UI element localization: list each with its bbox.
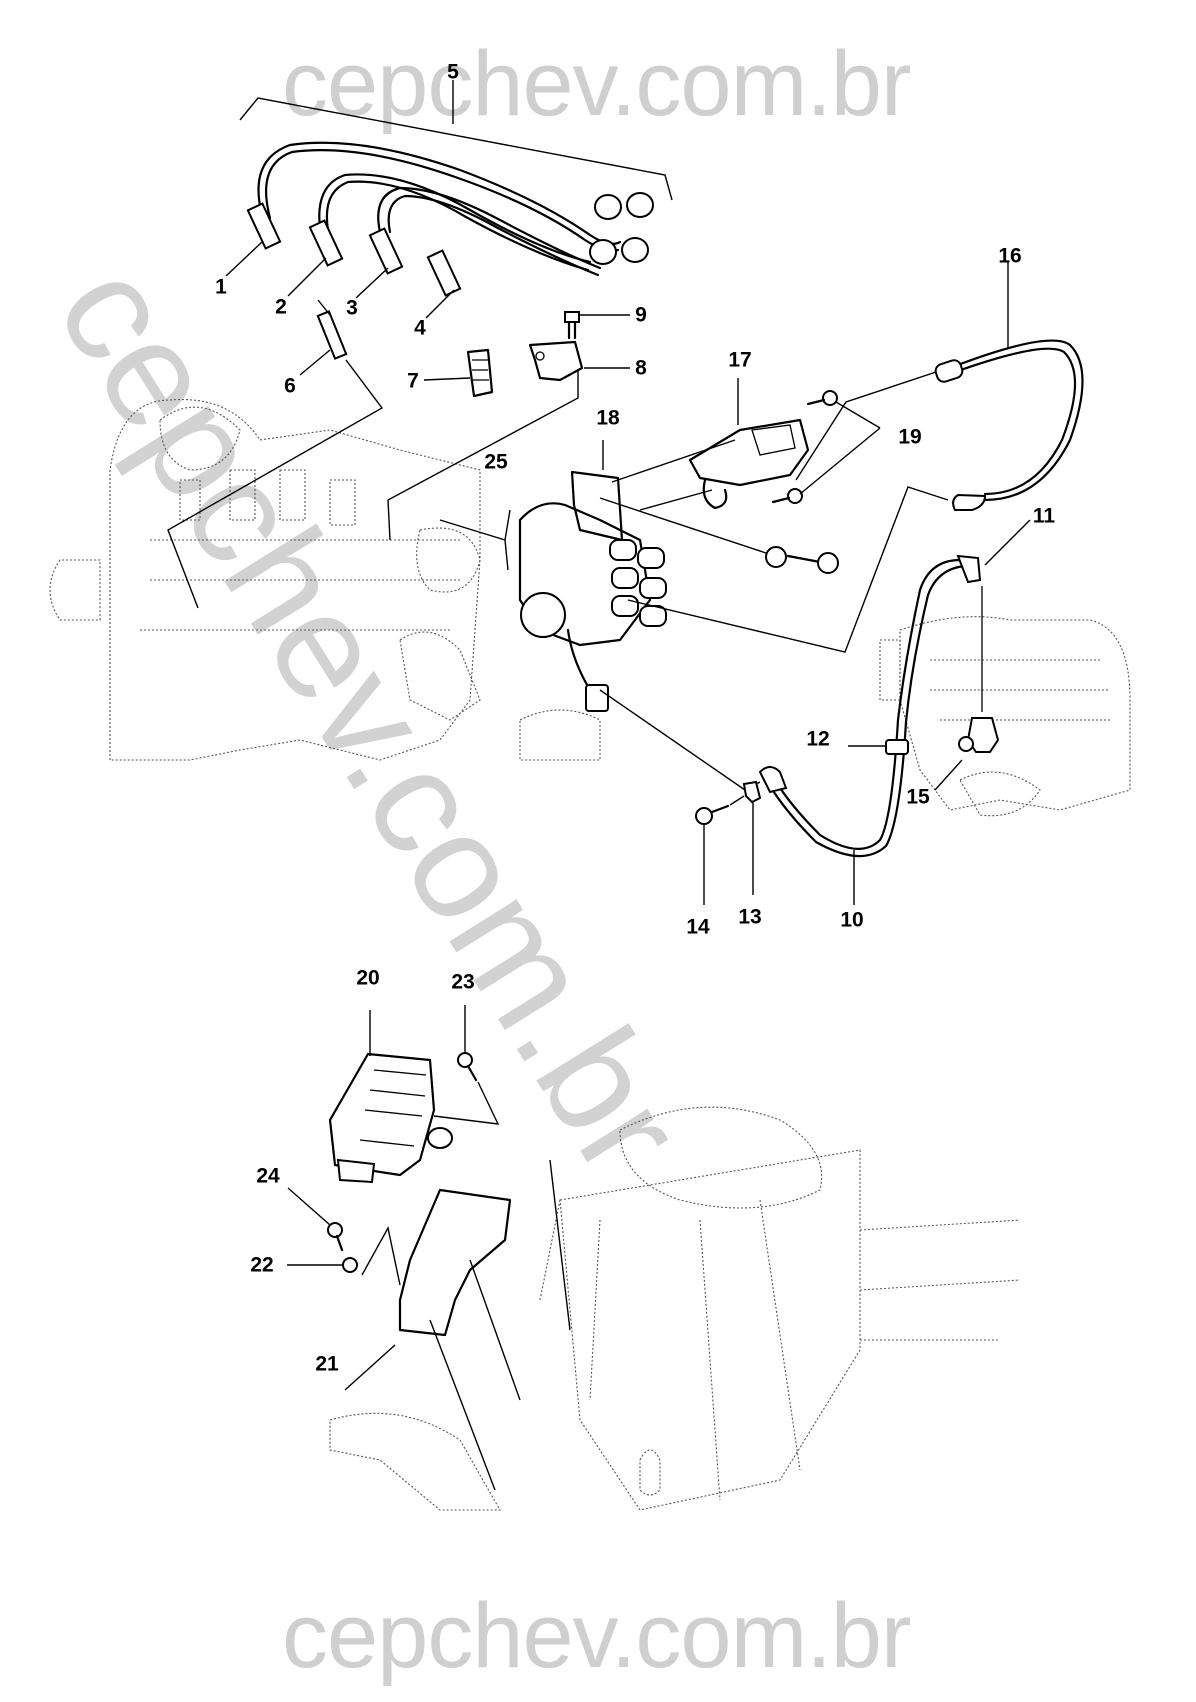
bolt-9 — [564, 311, 580, 340]
callout-7: 7 — [407, 369, 419, 393]
callout-11: 11 — [1032, 504, 1056, 528]
callout-16: 16 — [998, 244, 1022, 268]
callout-17: 17 — [728, 348, 752, 372]
callout-3: 3 — [346, 296, 358, 320]
callout-20: 20 — [356, 966, 380, 990]
callout-23: 23 — [451, 970, 475, 994]
callout-6: 6 — [284, 374, 296, 398]
coil-wire-16 — [627, 262, 1084, 653]
callout-24: 24 — [256, 1164, 280, 1188]
distributor-bracket-18 — [570, 440, 624, 542]
vacuum-valve-15 — [934, 586, 1000, 791]
callout-5: 5 — [447, 60, 459, 84]
watermark-bottom: cepchev.com.br — [282, 1585, 912, 1687]
coil-screws-19 — [771, 371, 937, 504]
callout-10: 10 — [840, 908, 864, 932]
wire-holder-clip-7 — [466, 348, 494, 398]
distributor-25 — [439, 502, 667, 712]
spark-plug-6 — [167, 299, 384, 609]
ignition-coil-17 — [611, 378, 810, 511]
callout-13: 13 — [738, 905, 762, 929]
callout-18: 18 — [596, 406, 620, 430]
callout-19: 19 — [898, 425, 922, 449]
callout-12: 12 — [806, 727, 830, 751]
spark-plug-wires — [246, 141, 654, 297]
body-panel-background — [329, 1106, 1021, 1511]
leader-8-25 — [387, 370, 579, 541]
vacuum-hose-10 — [599, 519, 1031, 905]
wire-set-bracket-line — [239, 80, 673, 201]
distributor-bolt — [599, 497, 839, 574]
callout-2: 2 — [275, 295, 287, 319]
bracket-8 — [528, 340, 584, 382]
callout-14: 14 — [686, 915, 710, 939]
callout-8: 8 — [635, 356, 647, 380]
nut-22 — [287, 1257, 358, 1273]
callout-25: 25 — [484, 450, 508, 474]
ignition-module-20 — [328, 1010, 453, 1184]
module-bracket-21 — [344, 1159, 571, 1491]
callout-22: 22 — [250, 1253, 274, 1277]
watermark-top: cepchev.com.br — [282, 33, 912, 135]
hose-clip-13 — [742, 780, 762, 895]
callout-4: 4 — [414, 316, 426, 340]
engine-block-background — [49, 398, 601, 761]
callout-1: 1 — [215, 275, 227, 299]
callout-9: 9 — [635, 303, 647, 327]
callout-15: 15 — [906, 785, 930, 809]
callout-21: 21 — [315, 1352, 339, 1376]
module-screw-23 — [433, 1005, 500, 1125]
leaders-plugs — [225, 241, 630, 381]
bracket-screw-24 — [287, 1187, 401, 1286]
clip-bolt-14 — [695, 795, 745, 905]
